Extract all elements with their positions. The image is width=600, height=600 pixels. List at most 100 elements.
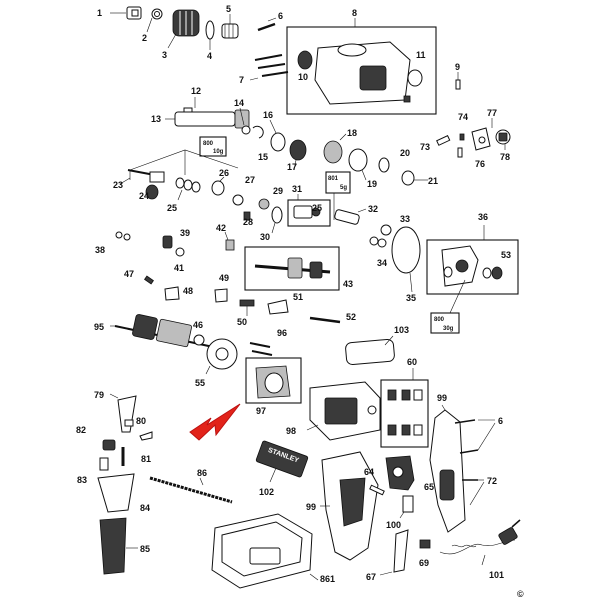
part-81-83-clamp-parts xyxy=(99,439,125,471)
callout-64: 64 xyxy=(364,467,374,477)
callout-23: 23 xyxy=(113,180,123,190)
callout-46: 46 xyxy=(193,320,203,330)
callout-82: 82 xyxy=(76,425,86,435)
part-99-front-housing xyxy=(320,451,379,561)
callout-34: 34 xyxy=(377,258,387,268)
part-21-o-ring xyxy=(401,170,428,186)
callout-80: 80 xyxy=(136,416,146,426)
callout-35: 35 xyxy=(406,293,416,303)
callout-10: 10 xyxy=(298,72,308,82)
part-8-gearbox-housing xyxy=(286,18,437,115)
callout-73: 73 xyxy=(420,142,430,152)
callout-65: 65 xyxy=(424,482,434,492)
callout-18: 18 xyxy=(347,128,357,138)
grease-box-1-qty: 10g xyxy=(213,149,224,155)
part-52-rod xyxy=(309,316,341,324)
part-67-cord-guard xyxy=(379,529,409,576)
part-18-gear xyxy=(323,133,347,164)
grease-box-800-30g: 800 30g xyxy=(430,279,466,334)
grease-box-2-qty: 5g xyxy=(340,185,347,191)
callout-30: 30 xyxy=(260,232,270,242)
callout-6-top: 6 xyxy=(278,11,283,21)
callout-100: 100 xyxy=(386,520,401,530)
part-861-carry-case xyxy=(211,513,319,589)
callout-60: 60 xyxy=(407,357,417,367)
grease-box-3-qty: 30g xyxy=(443,326,454,332)
part-16-washer xyxy=(269,119,286,152)
callout-96: 96 xyxy=(277,328,287,338)
callout-69: 69 xyxy=(419,558,429,568)
part-43-shaft-assembly xyxy=(244,246,340,291)
part-3-chuck-sleeve xyxy=(167,9,200,49)
part-79-80-clamp xyxy=(109,393,153,441)
callout-52: 52 xyxy=(346,312,356,322)
part-42-nut xyxy=(224,231,235,251)
part-84-handle-bracket xyxy=(97,473,135,513)
callout-3: 3 xyxy=(162,50,167,60)
callout-42: 42 xyxy=(216,223,226,233)
callout-72: 72 xyxy=(487,476,497,486)
part-38-washers xyxy=(115,231,131,241)
part-65-switch xyxy=(385,455,415,491)
part-103-sleeve xyxy=(345,335,395,366)
part-9-pin xyxy=(455,72,461,90)
part-14-ring xyxy=(239,107,251,135)
part-50-brush xyxy=(239,299,255,316)
part-1-bush xyxy=(110,6,142,20)
part-5-spring xyxy=(221,14,239,39)
callout-31: 31 xyxy=(292,184,302,194)
part-96-screws xyxy=(249,342,273,356)
callout-97: 97 xyxy=(256,406,266,416)
part-19-ring xyxy=(348,148,368,181)
part-85-side-handle xyxy=(99,517,138,575)
part-69-clamp xyxy=(419,539,431,549)
part-30-washer xyxy=(271,206,283,234)
part-51-clip xyxy=(267,299,289,315)
part-95-armature xyxy=(110,314,219,349)
callout-78: 78 xyxy=(500,152,510,162)
grease-box-800-10g: 800 10g xyxy=(199,136,227,157)
part-15-circlip xyxy=(252,125,264,139)
callout-38: 38 xyxy=(95,245,105,255)
part-55-baffle xyxy=(205,338,238,375)
part-4-ring xyxy=(205,20,215,50)
part-6-pins xyxy=(257,17,277,32)
callout-41: 41 xyxy=(174,263,184,273)
callout-86: 86 xyxy=(197,468,207,478)
callout-29: 29 xyxy=(273,186,283,196)
callout-95: 95 xyxy=(94,322,104,332)
part-46-bearing xyxy=(193,334,205,346)
callout-861: 861 xyxy=(320,574,335,584)
part-64-pin xyxy=(369,484,385,496)
part-33-34-seals xyxy=(369,224,392,248)
callout-24: 24 xyxy=(139,191,149,201)
callout-17: 17 xyxy=(287,162,297,172)
callout-39: 39 xyxy=(180,228,190,238)
callout-50: 50 xyxy=(237,317,247,327)
callout-5: 5 xyxy=(226,4,231,14)
highlight-arrow xyxy=(189,403,241,441)
callout-4: 4 xyxy=(207,51,212,61)
part-97-field-coil-box xyxy=(245,357,302,404)
part-60-brush-holders xyxy=(380,368,429,448)
callout-98: 98 xyxy=(286,426,296,436)
part-7-screws xyxy=(249,54,289,81)
callout-79: 79 xyxy=(94,390,104,400)
callout-77: 77 xyxy=(487,108,497,118)
callout-51: 51 xyxy=(293,292,303,302)
callout-26: 26 xyxy=(219,168,229,178)
part-102-brand-label: STANLEY xyxy=(255,440,309,483)
callout-83: 83 xyxy=(77,475,87,485)
callout-43: 43 xyxy=(343,279,353,289)
callout-81: 81 xyxy=(141,454,151,464)
callout-16: 16 xyxy=(263,110,273,120)
callout-1: 1 xyxy=(97,8,102,18)
callout-55: 55 xyxy=(195,378,205,388)
callout-47: 47 xyxy=(124,269,134,279)
part-23-24-shaft xyxy=(119,169,165,200)
callout-32: 32 xyxy=(368,204,378,214)
callout-101: 101 xyxy=(489,570,504,580)
callout-13: 13 xyxy=(151,114,161,124)
callout-12: 12 xyxy=(191,86,201,96)
callout-21: 21 xyxy=(428,176,438,186)
